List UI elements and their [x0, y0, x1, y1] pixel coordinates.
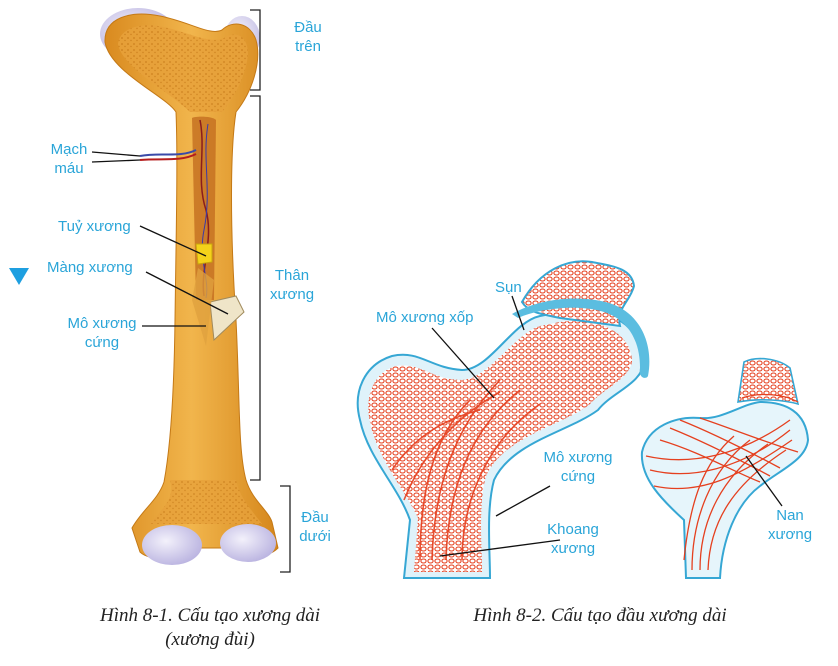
leader-lines-fig1	[91, 151, 229, 327]
bone-head-section	[356, 260, 650, 579]
periosteum	[209, 295, 245, 342]
label-blood-vessel: Mạch máu	[34, 140, 104, 178]
label-blood-vessel-line2: máu	[54, 160, 84, 177]
condyle-right	[220, 524, 276, 562]
label-periosteum: Màng xương	[47, 259, 133, 276]
label-bottom-end: Đầu dưới	[290, 508, 340, 546]
label-shaft-line2: xương	[269, 286, 315, 303]
label-spongy-bone: Mô xương xốp	[376, 309, 474, 326]
label-compact-bone-fig2-line2: cứng	[560, 468, 596, 485]
label-top-end-line1: Đầu	[294, 19, 322, 36]
label-bottom-end-line2: dưới	[299, 528, 331, 545]
label-cavity: Khoang xương	[528, 520, 618, 558]
triangle-marker-icon	[9, 268, 29, 285]
label-compact-bone-fig2-line1: Mô xương	[543, 449, 613, 466]
label-compact-bone-fig1-line1: Mô xương	[67, 315, 137, 332]
region-brackets	[250, 9, 291, 573]
bone-marrow	[195, 243, 213, 265]
caption-figure-8-1-line2: (xương đùi)	[165, 629, 255, 650]
blood-vessel	[139, 149, 197, 157]
caption-figure-8-2: Hình 8-2. Cấu tạo đầu xương dài	[473, 605, 727, 626]
condyle-left	[142, 525, 202, 565]
label-trabecula-line1: Nan	[776, 507, 804, 524]
label-trabecula: Nan xương	[758, 506, 822, 544]
femur-drawing	[100, 8, 279, 565]
label-blood-vessel-line1: Mạch	[50, 141, 88, 158]
caption-figure-8-1: Hình 8-1. Cấu tạo xương dài (xương đùi)	[40, 604, 380, 652]
label-trabecula-line2: xương	[767, 526, 813, 543]
label-shaft: Thân xương	[262, 266, 322, 304]
label-bone-marrow: Tuỷ xương	[58, 218, 131, 235]
label-shaft-line1: Thân	[274, 267, 310, 284]
label-compact-bone-fig2: Mô xương cứng	[528, 448, 628, 486]
caption-figure-8-1-line1: Hình 8-1. Cấu tạo xương dài	[100, 605, 320, 626]
label-cartilage: Sụn	[495, 279, 522, 296]
label-top-end: Đầu trên	[278, 18, 338, 56]
label-bottom-end-line1: Đầu	[301, 509, 329, 526]
leader-lines-fig2	[431, 295, 783, 557]
label-top-end-line2: trên	[295, 38, 321, 55]
label-cavity-line1: Khoang	[547, 521, 599, 538]
label-compact-bone-fig1: Mô xương cứng	[52, 314, 152, 352]
label-compact-bone-fig1-line2: cứng	[84, 334, 120, 351]
femur-body	[104, 13, 279, 559]
trabecula-section	[640, 357, 810, 579]
label-cavity-line2: xương	[550, 540, 596, 557]
